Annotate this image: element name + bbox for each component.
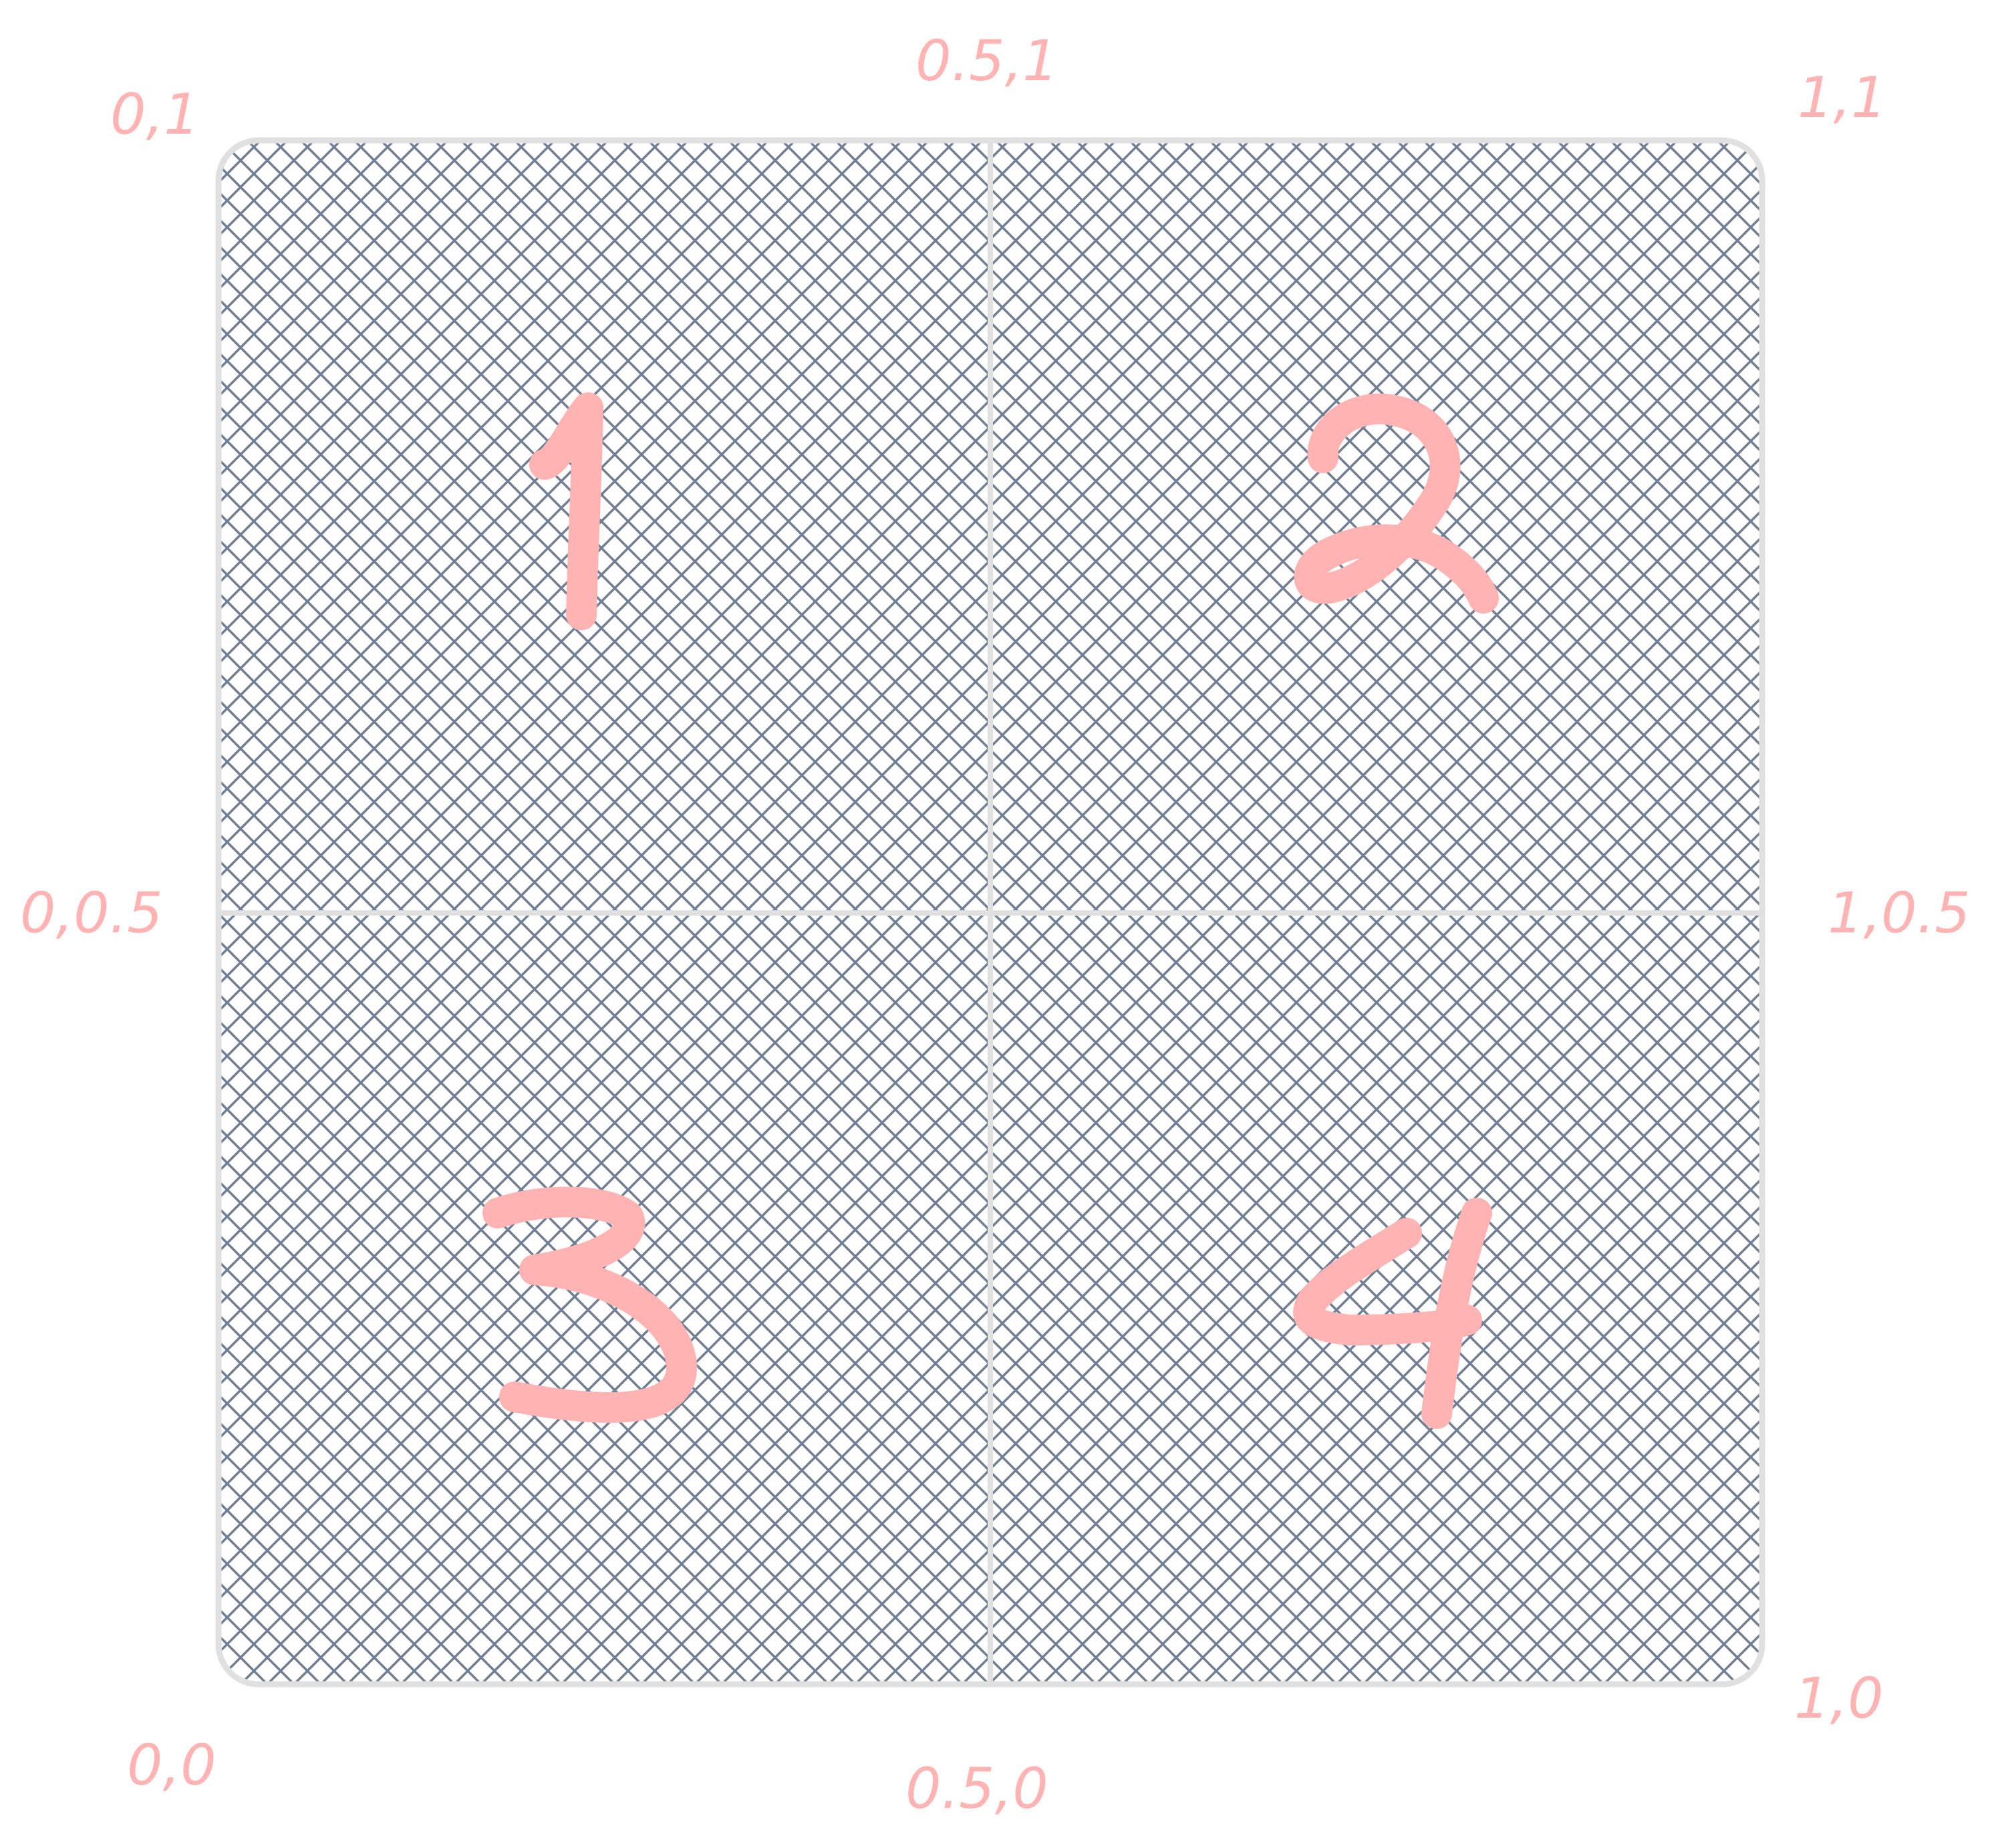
label-top-left: 0,1	[110, 82, 200, 147]
label-bottom-center: 0.5,0	[905, 1756, 1048, 1821]
label-bottom-right: 1,0	[1794, 1666, 1884, 1731]
label-top-center: 0.5,1	[915, 28, 1058, 94]
quadrant-4-text: 4	[0, 0, 1, 1]
quadrant-1-number	[529, 392, 603, 630]
label-bottom-left: 0,0	[127, 1732, 217, 1798]
label-middle-left: 0,0.5	[20, 880, 163, 946]
label-middle-right: 1,0.5	[1828, 880, 1971, 946]
quadrant-3-number	[482, 1186, 698, 1423]
quadrant-4-number	[1293, 1198, 1492, 1429]
quadrant-2-number	[1294, 393, 1499, 614]
label-top-right: 1,1	[1798, 65, 1887, 130]
